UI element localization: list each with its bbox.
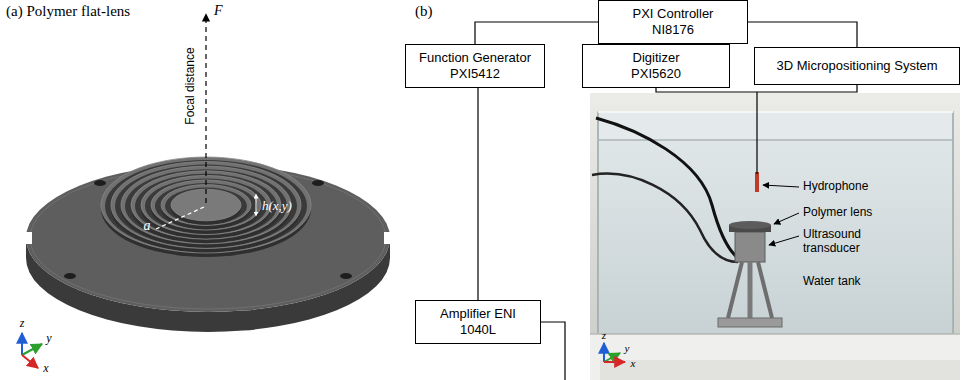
lens-disc <box>340 273 352 279</box>
leader-arrows <box>763 185 799 245</box>
part-label: Ultrasound transducer <box>803 228 879 256</box>
setup-photo <box>590 334 960 380</box>
transducer-mount <box>728 262 742 318</box>
setup-photo <box>598 112 953 334</box>
hydrophone-tip <box>755 172 759 192</box>
box-text: PXI Controller NI8176 <box>623 6 723 37</box>
digitizer-box: Digitizer PXI5620 <box>582 44 730 88</box>
setup-photo <box>599 140 952 333</box>
generator-box: Function Generator PXI5412 <box>405 44 545 88</box>
box-text: Amplifier ENI 1040L <box>431 306 526 337</box>
positioning-box: 3D Micropositioning System <box>754 47 960 85</box>
transducer-mount <box>748 262 753 320</box>
panel-title: (a) Polymer flat-lens <box>6 3 130 20</box>
setup-photo <box>598 111 953 113</box>
radius-line <box>156 207 204 229</box>
leader-arrows <box>769 236 799 245</box>
connector-line <box>475 22 598 44</box>
lens-disc <box>26 164 390 312</box>
axes-b <box>604 343 625 362</box>
axes-a <box>22 355 38 368</box>
leader-arrows <box>763 185 799 187</box>
lens-disc <box>94 180 106 186</box>
amplifier-box: Amplifier ENI 1040L <box>415 300 541 344</box>
controller-box: PXI Controller NI8176 <box>598 0 748 44</box>
transducer-mount <box>718 318 782 327</box>
transducer-mount <box>718 232 782 327</box>
height-label: h(x,y) <box>262 199 292 214</box>
height-marker <box>256 196 257 214</box>
focal-axis <box>206 14 207 203</box>
axes-b <box>604 353 620 362</box>
transducer-mount <box>735 232 765 262</box>
lens-rings <box>115 165 297 248</box>
setup-photo <box>600 360 960 380</box>
box-text: Function Generator PXI5412 <box>413 50 538 81</box>
lens-disc <box>384 232 392 244</box>
lens-rings <box>161 189 251 230</box>
lens-disc <box>24 232 32 244</box>
focal-point-label: F <box>214 3 223 19</box>
axes-a <box>22 333 42 368</box>
transducer-mount <box>758 262 772 318</box>
radius-line <box>156 207 204 229</box>
axis-name: y <box>46 332 51 346</box>
cables <box>596 118 738 258</box>
axes-a <box>22 344 42 355</box>
part-label: Hydrophone <box>803 180 868 194</box>
lens-rings <box>111 166 301 253</box>
hydrophone-tip <box>755 172 759 192</box>
axis-label: Focal distance <box>184 47 198 124</box>
axis-name: x <box>631 357 636 370</box>
setup-photo <box>590 333 960 335</box>
setup-photo <box>590 93 960 380</box>
polymer-lens-photo <box>729 221 771 229</box>
cables <box>592 118 738 262</box>
axis-name: z <box>602 329 606 342</box>
lens-disc <box>30 167 386 309</box>
connector-line <box>477 88 478 300</box>
panel-title: (b) <box>415 3 433 20</box>
lens-rings <box>121 166 291 244</box>
axes-a <box>21 333 23 355</box>
box-text: Digitizer PXI5620 <box>614 50 699 81</box>
part-label: Polymer lens <box>803 206 872 220</box>
wires <box>656 80 857 174</box>
lens-rings <box>151 180 261 230</box>
setup-photo <box>590 93 960 380</box>
axis-name: z <box>20 317 25 331</box>
axis-name: x <box>43 362 48 376</box>
lens-disc <box>312 180 324 186</box>
axes-b <box>603 343 605 362</box>
axis-name: y <box>625 342 630 355</box>
box-text: 3D Micropositioning System <box>776 58 937 74</box>
lens-disc <box>64 273 76 279</box>
part-label: Water tank <box>803 275 861 289</box>
cables <box>592 174 738 262</box>
connector-line <box>748 22 857 47</box>
axes-b <box>604 361 625 363</box>
lens-rings <box>141 179 271 238</box>
polymer-lens-photo <box>729 221 771 232</box>
lens-rings <box>145 178 267 233</box>
leader-arrows <box>774 213 799 224</box>
focal-axis <box>205 14 206 203</box>
radius-label: a <box>144 218 151 234</box>
height-marker <box>256 196 257 214</box>
lens-rings <box>131 175 281 243</box>
